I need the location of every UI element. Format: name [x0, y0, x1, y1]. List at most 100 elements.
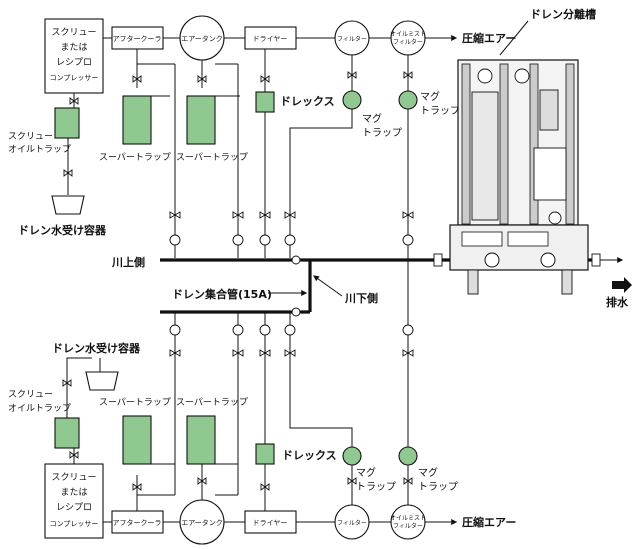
top-oil-trap-valve — [69, 97, 79, 105]
discharge-arrow-icon — [612, 277, 632, 293]
bottom-mag-trap-1-line1: マグ — [356, 466, 376, 479]
bottom-dryer — [244, 510, 297, 534]
bottom-mist-filter-valve — [403, 477, 413, 485]
top-drain-container-label: ドレン水受け容器 — [18, 223, 107, 237]
bottom-aftercooler-label: アフタークーラ — [113, 518, 162, 527]
top-oil-trap — [54, 107, 80, 139]
bottom-drex-label: ドレックス — [282, 449, 337, 462]
inlet-union — [433, 253, 443, 267]
bottom-oil-trap-line2: オイルトラップ — [8, 403, 71, 414]
bottom-oil-trap-valve — [69, 451, 79, 459]
top-mag-trap-2-line1: マグ — [420, 90, 440, 103]
bottom-mag-trap-2-line2: トラップ — [418, 481, 458, 493]
top-mag-trap-2 — [398, 90, 418, 110]
top-compressor-line3: レシプロ — [56, 57, 92, 68]
bottom-drain-container-label: ドレン水受け容器 — [52, 341, 141, 355]
bottom-super-trap-2 — [186, 415, 216, 465]
bottom-mist-filter — [390, 504, 426, 540]
bottom-drop-filter — [289, 312, 353, 447]
top-mag-trap-2-line2: トラップ — [420, 105, 460, 117]
bottom-oil-trap-line1: スクリュー — [8, 389, 53, 400]
top-mist-filter — [390, 20, 426, 56]
top-check-valves — [169, 211, 414, 246]
top-dryer — [244, 26, 297, 50]
bottom-dryer-label: ドライヤー — [253, 519, 288, 527]
bottom-drex — [255, 443, 275, 465]
top-compressor-line4: コンプレッサー — [50, 74, 99, 82]
top-outlet-label: 圧縮エアー — [462, 31, 516, 45]
bottom-mag-trap-2 — [398, 446, 418, 466]
drain-separator-title: ドレン分離槽 — [530, 7, 596, 21]
top-compressor-line1: スクリュー — [51, 27, 96, 38]
top-compressor-line2: または — [60, 42, 87, 53]
bottom-compressor-line4: コンプレッサー — [50, 520, 99, 528]
top-dryer-valve — [260, 75, 270, 83]
top-drex — [255, 91, 275, 113]
top-super-trap-1-label: スーパートラップ — [99, 152, 171, 163]
bottom-container-valve — [62, 379, 72, 387]
outlet-union — [591, 253, 601, 267]
separator-bowl — [533, 147, 567, 201]
discharge-label: 排水 — [606, 295, 629, 309]
bottom-check-valves — [169, 324, 414, 357]
top-oil-trap-line2: オイルトラップ — [8, 144, 71, 155]
pressure-gauge-1 — [477, 68, 493, 84]
bottom-filter-valve — [347, 477, 357, 485]
separator-filter-element — [539, 89, 559, 131]
bottom-compressor-line1: スクリュー — [51, 472, 96, 483]
bottom-mist-filter-line1: オイルミスト — [390, 515, 426, 522]
bottom-super-trap-2-label: スーパートラップ — [176, 397, 248, 408]
top-mist-filter-line1: オイルミスト — [390, 31, 426, 38]
bottom-compressor-line3: レシプロ — [56, 502, 92, 513]
bottom-aftercooler-valve — [132, 483, 142, 491]
separator-valve-1 — [484, 252, 500, 268]
top-mag-trap-1-line1: マグ — [362, 112, 382, 125]
bottom-mag-trap-2-line1: マグ — [418, 466, 438, 479]
top-super-trap-2-label: スーパートラップ — [176, 152, 248, 163]
bottom-super-trap-1-label: スーパートラップ — [99, 397, 171, 408]
top-super-trap-2 — [186, 95, 216, 145]
bottom-air-tank-valve — [197, 477, 207, 485]
separator-column — [471, 91, 499, 221]
drain-separator-unit: ドレン分離槽 — [449, 7, 596, 295]
bottom-filter-label: フィルター — [337, 519, 367, 527]
bottom-oil-trap — [54, 417, 80, 449]
bottom-dryer-valve — [260, 483, 270, 491]
header-label: ドレン集合管(15A) — [172, 287, 272, 301]
bottom-compressor-box — [44, 463, 104, 539]
bottom-air-system: スクリュー または レシプロ コンプレッサー アフタークーラ エアータンク ドラ… — [8, 312, 516, 545]
top-drop-filter — [289, 109, 353, 258]
top-air-tank-valve — [197, 75, 207, 83]
top-container-valve — [63, 169, 73, 177]
bottom-mag-trap-1-line2: トラップ — [356, 481, 396, 493]
top-drain-container — [51, 195, 85, 215]
bottom-mist-filter-line2: フィルター — [393, 522, 423, 530]
top-filter-valve — [347, 71, 357, 79]
upstream-label: 川上側 — [111, 255, 145, 269]
separator-leg-1 — [467, 269, 479, 295]
bottom-drain-container — [85, 371, 119, 391]
top-drex-label: ドレックス — [280, 95, 335, 108]
top-aftercooler-valve — [132, 75, 142, 83]
top-dryer-label: ドライヤー — [253, 35, 288, 43]
downstream-label: 川下側 — [344, 291, 378, 305]
top-mist-filter-line2: フィルター — [393, 38, 423, 46]
separator-leg-2 — [561, 269, 573, 295]
top-super-trap-1 — [122, 95, 152, 145]
bottom-mag-trap-1 — [342, 446, 362, 466]
separator-valve-2 — [540, 252, 556, 268]
bottom-compressor-line2: または — [60, 487, 87, 498]
top-mag-trap-1 — [342, 90, 362, 110]
top-mist-filter-valve — [403, 71, 413, 79]
pressure-gauge-2 — [514, 68, 530, 84]
top-air-tank-label: エアータンク — [181, 34, 223, 43]
top-aftercooler-label: アフタークーラ — [113, 34, 162, 43]
top-filter-label: フィルター — [337, 35, 367, 43]
bottom-outlet-label: 圧縮エアー — [462, 515, 516, 529]
top-mag-trap-1-line2: トラップ — [362, 127, 402, 139]
top-oil-trap-line1: スクリュー — [8, 131, 53, 142]
top-air-system: スクリュー または レシプロ コンプレッサー アフタークーラ エアータンク ドラ… — [8, 15, 516, 490]
bottom-air-tank-label: エアータンク — [181, 518, 223, 527]
bottom-super-trap-1 — [122, 415, 152, 465]
